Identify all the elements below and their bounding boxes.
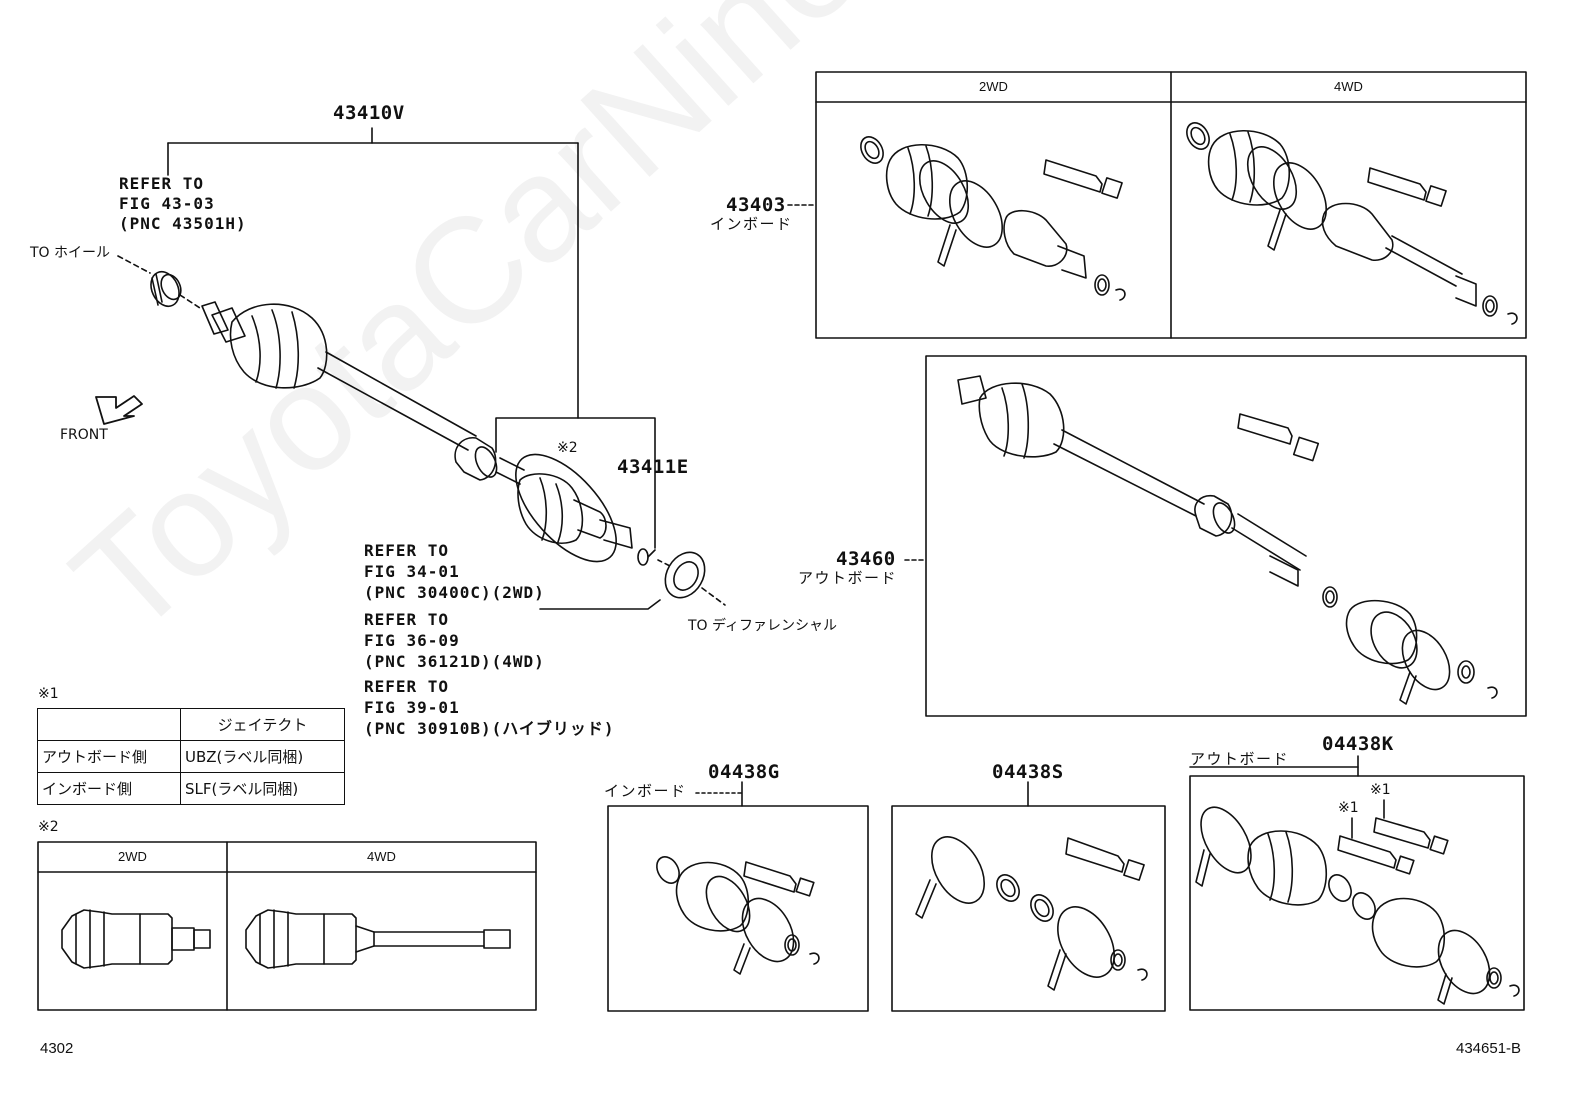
note1-corner-cell — [37, 708, 181, 741]
k-note1-marker-b: ※1 — [1370, 782, 1391, 798]
box-04438g — [607, 781, 869, 1012]
note1-row-inboard-value: SLF(ラベル同梱) — [180, 772, 345, 805]
note2-marker: ※2 — [557, 440, 578, 456]
note1-row-outboard-side: アウトボード側 — [37, 740, 181, 773]
note1-col-header: ジェイテクト — [180, 708, 345, 741]
refer-diff2-line3[interactable]: (PNC 36121D)(4WD) — [364, 652, 545, 671]
label-04438s[interactable]: 04438S — [992, 761, 1064, 783]
note2-header-2wd: 2WD — [118, 849, 147, 864]
label-43403-sub: インボード — [710, 215, 793, 233]
k-note1-marker-a: ※1 — [1338, 800, 1359, 816]
refer-hub-line2[interactable]: FIG 43-03 — [119, 194, 215, 213]
refer-diff3-line3[interactable]: (PNC 30910B)(ハイブリッド) — [364, 719, 615, 738]
main-drive-shaft — [201, 301, 656, 566]
label-04438g-sub: インボード — [604, 782, 687, 800]
to-diff-label: TO ディファレンシャル — [688, 618, 838, 634]
box-43403-header-2wd: 2WD — [979, 79, 1008, 94]
refer-hub-line1[interactable]: REFER TO — [119, 174, 205, 193]
box-04438k — [1189, 755, 1525, 1011]
box-04438s — [891, 781, 1166, 1012]
label-43410v[interactable]: 43410V — [333, 102, 405, 124]
assy-leader-lines — [167, 127, 656, 549]
hub-nut-part — [117, 255, 201, 309]
label-43460-sub: アウトボード — [798, 569, 898, 587]
note2-header-4wd: 4WD — [367, 849, 396, 864]
refer-diff2-line1[interactable]: REFER TO — [364, 610, 450, 629]
oil-seal-part — [539, 551, 726, 610]
front-label: FRONT — [60, 427, 108, 443]
label-43411e[interactable]: 43411E — [617, 456, 689, 478]
refer-diff1-line3[interactable]: (PNC 30400C)(2WD) — [364, 583, 545, 602]
footer-illustration-id: 434651-B — [1456, 1040, 1522, 1057]
refer-diff3-line2[interactable]: FIG 39-01 — [364, 698, 460, 717]
note1-row-inboard-side: インボード側 — [37, 772, 181, 805]
label-04438k[interactable]: 04438K — [1322, 733, 1394, 755]
front-arrow-icon — [95, 395, 143, 425]
label-43460[interactable]: 43460 — [836, 548, 896, 570]
refer-diff1-line2[interactable]: FIG 34-01 — [364, 562, 460, 581]
footer-figure-number: 4302 — [40, 1040, 74, 1057]
refer-diff3-line1[interactable]: REFER TO — [364, 677, 450, 696]
box-43403-header-4wd: 4WD — [1334, 79, 1363, 94]
refer-hub-line3[interactable]: (PNC 43501H) — [119, 214, 247, 233]
label-04438g[interactable]: 04438G — [708, 761, 780, 783]
note1-table: ジェイテクト アウトボード側 UBZ(ラベル同梱) インボード側 SLF(ラベル… — [37, 708, 345, 805]
label-04438k-sub: アウトボード — [1190, 750, 1290, 768]
to-wheel-label: TO ホイール — [30, 245, 111, 261]
refer-diff1-line1[interactable]: REFER TO — [364, 541, 450, 560]
box-43403 — [787, 71, 1527, 339]
label-43403[interactable]: 43403 — [726, 194, 786, 216]
note1-row-outboard-value: UBZ(ラベル同梱) — [180, 740, 345, 773]
note2-box-marker: ※2 — [38, 819, 59, 835]
note1-marker: ※1 — [38, 686, 59, 702]
box-43460 — [904, 355, 1527, 717]
note2-box — [37, 841, 537, 1011]
refer-diff2-line2[interactable]: FIG 36-09 — [364, 631, 460, 650]
